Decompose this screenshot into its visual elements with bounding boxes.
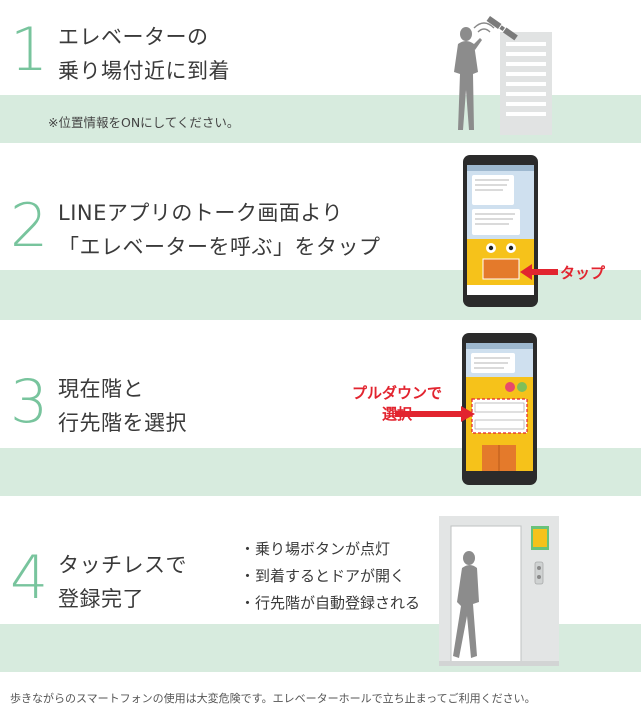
step4-title-line1: タッチレスで [58,553,187,577]
result-item-hall-button-lit: ・乗り場ボタンが点灯 [240,540,391,558]
tap-callout-label: タップ [560,264,606,282]
result-item-destination-registered: ・行先階が自動登録される [240,594,421,612]
result-item-door-opens: ・到着するとドアが開く [240,567,406,585]
step3-band [0,448,641,496]
pulldown-callout-line1: プルダウンで [352,384,443,402]
person-silhouette-icon [454,27,482,130]
step1-title: エレベーターの 乗り場付近に到着 [58,20,230,88]
phone-line-chat-illustration [463,155,538,307]
step3-title-line2: 行先階を選択 [58,411,187,435]
step3-title: 現在階と 行先階を選択 [58,372,187,440]
step1-title-line2: 乗り場付近に到着 [58,59,230,83]
step4-result-list: ・乗り場ボタンが点灯 ・到着するとドアが開く ・行先階が自動登録される [240,536,420,617]
safety-warning-note: 歩きながらのスマートフォンの使用は大変危険です。エレベーターホールで立ち止まって… [10,692,536,705]
person-near-building-illustration [454,16,552,135]
close-icon [505,382,515,392]
step3-title-line1: 現在階と [58,377,144,401]
step3-number: 3 [10,367,49,437]
step2-title-line1: LINEアプリのトーク画面より [58,201,343,225]
step1-location-note: ※位置情報をONにしてください。 [48,115,240,130]
step4-title-line2: 登録完了 [58,587,144,611]
pulldown-arrow-icon [395,406,475,422]
phone-floor-select-illustration [462,333,537,485]
step1-number: 1 [10,15,49,85]
step2-number: 2 [10,191,49,261]
tap-arrow-icon [520,264,558,280]
satellite-icon [486,16,518,41]
step4-title: タッチレスで 登録完了 [58,548,187,616]
step2-title: LINEアプリのトーク画面より 「エレベーターを呼ぶ」をタップ [58,196,381,264]
call-elevator-button-icon [482,258,520,280]
destination-floor-dropdown-icon [474,419,525,430]
step2-title-line2: 「エレベーターを呼ぶ」をタップ [58,235,381,259]
ok-icon [517,382,527,392]
elevator-entrance-illustration [439,516,559,666]
step1-title-line1: エレベーターの [58,25,209,49]
step4-number: 4 [10,543,49,613]
current-floor-dropdown-icon [474,402,525,413]
elevator-character-eyes-icon [486,243,516,253]
hall-call-button-panel-icon [534,561,544,585]
person-walking-silhouette-icon [453,551,479,658]
